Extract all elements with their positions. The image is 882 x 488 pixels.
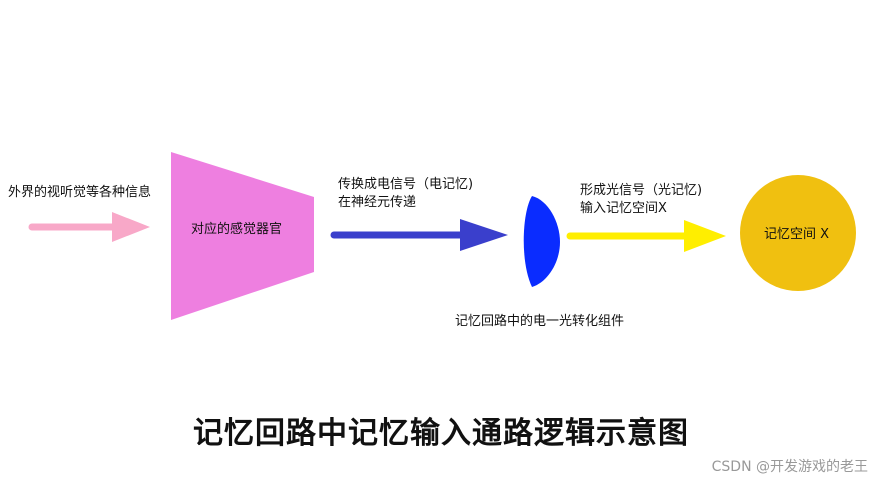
diagram-title: 记忆回路中记忆输入通路逻辑示意图 (193, 416, 689, 451)
memory-space-circle (740, 175, 856, 291)
light-signal-label-line2: 输入记忆空间X (580, 201, 667, 216)
light-signal-arrow (566, 220, 726, 252)
electric-signal-arrow (330, 219, 508, 251)
memory-space-label: 记忆空间 X (764, 227, 830, 242)
input-arrow (28, 212, 150, 242)
sense-organ-label: 对应的感觉器官 (191, 222, 283, 237)
converter-lens (523, 196, 560, 287)
conversion-label-line2: 在神经元传递 (338, 195, 417, 210)
sense-organ-shape (171, 152, 314, 320)
watermark: CSDN @开发游戏的老王 (711, 459, 868, 475)
light-signal-label-line1: 形成光信号（光记忆) (580, 183, 703, 198)
conversion-label-line1: 传换成电信号（电记忆) (338, 177, 474, 192)
input-label: 外界的视听觉等各种信息 (8, 185, 152, 200)
lens-label: 记忆回路中的电一光转化组件 (455, 314, 625, 329)
